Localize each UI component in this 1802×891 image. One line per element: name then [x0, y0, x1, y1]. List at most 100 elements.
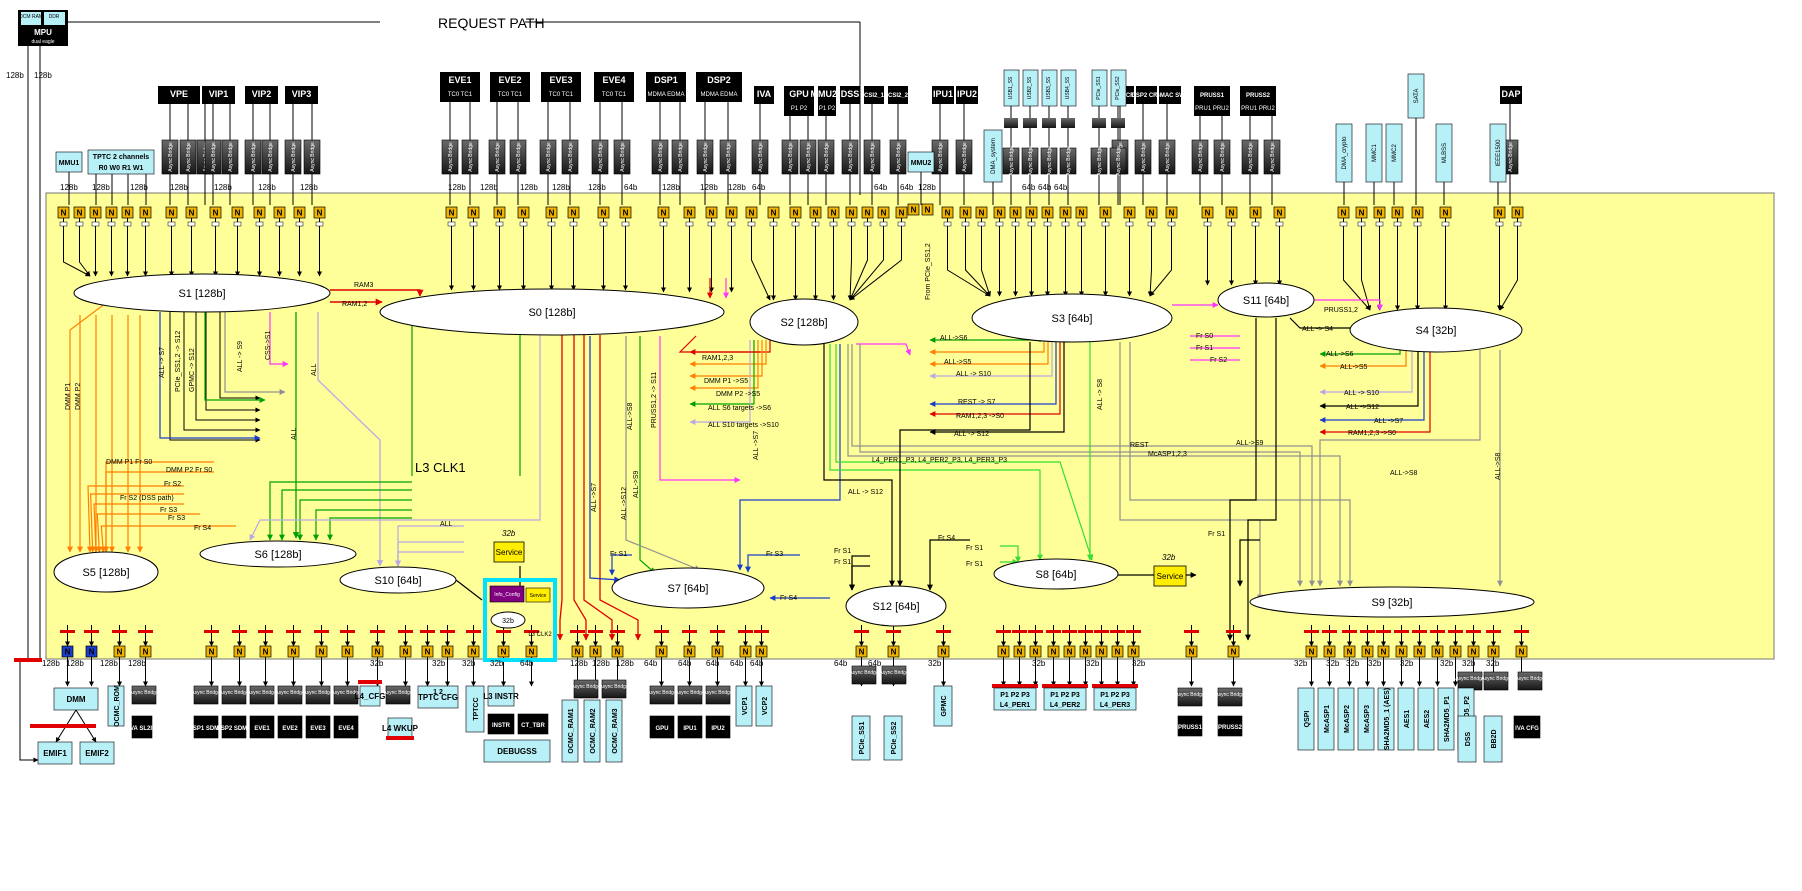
port-reg [469, 221, 478, 227]
l4-red-bar [358, 680, 382, 684]
target-vcp1: VCP1 [735, 685, 753, 727]
n-port: N [1449, 645, 1462, 658]
target-label: IPU1 [683, 726, 697, 732]
n-port-label: N [831, 209, 837, 218]
route-out-s4 [1319, 350, 1431, 435]
switch-node-label: S1 [128b] [178, 288, 225, 300]
port-reg [547, 221, 556, 227]
async-bridge: Async Bridge [204, 139, 222, 175]
target-label: OCMC_RAM1 [568, 708, 575, 753]
route-label-ram123_s0: RAM1,2,3 ->S0 [956, 413, 1004, 420]
async-bridge-box [539, 139, 557, 175]
n-port-box [1249, 206, 1262, 219]
async-bridge-label: Async Bridge [598, 142, 604, 172]
n-port: N [1413, 645, 1426, 658]
initiator-label: USB2_SS [1027, 76, 1033, 99]
target-label: DSP2 SDMA [216, 726, 252, 732]
n-port-box [683, 206, 696, 219]
port-red-bar [314, 630, 329, 633]
target-box [1397, 687, 1415, 751]
n-port-box [73, 206, 86, 219]
initiator-sublabel: TC0 TC1 [602, 92, 627, 98]
async-bridge: Async Bridge [863, 139, 881, 175]
async-bridge: Async Bridge [1263, 139, 1281, 175]
n-port: N [1059, 206, 1072, 219]
port-red-bar [1412, 630, 1427, 633]
target-label: EVE3 [310, 726, 326, 732]
n-port-box [941, 206, 954, 219]
port-reg [1357, 221, 1366, 227]
target-ocmc_ram2: OCMC_RAM2 [583, 699, 601, 763]
n-port: N [1355, 206, 1368, 219]
grey-route [1317, 350, 1481, 587]
width-label: 128b [6, 71, 24, 80]
port-reg [167, 221, 176, 227]
n-port-box [1063, 645, 1076, 658]
port-reg [233, 221, 242, 227]
async-bridge: Async Bridge [889, 139, 907, 175]
route-out-s4 [1319, 350, 1407, 369]
target-block-label: MMU1 [59, 160, 80, 167]
port-red-bar [936, 630, 951, 633]
n-port: N [1201, 206, 1214, 219]
async-bridge-box [249, 685, 275, 705]
n-port: N [253, 206, 266, 219]
n-port: N [1391, 206, 1404, 219]
async-bridge-label: Async Bridge [1141, 142, 1147, 172]
n-port-label: N [89, 648, 95, 657]
fan-in-s3 [965, 230, 991, 297]
n-port: N [1079, 645, 1092, 658]
route-label-all_s5: ALL->S5 [944, 359, 972, 366]
async-bridge-label: Async Bridge [647, 690, 677, 696]
mpu-title: MPU [34, 28, 52, 37]
async-bridge-label: Async Bridge [168, 142, 174, 172]
diagram-title: REQUEST PATH [438, 15, 545, 31]
n-port: N [877, 206, 890, 219]
n-port: N [545, 206, 558, 219]
target-label: TPTCC [473, 697, 480, 720]
n-port-box [467, 206, 480, 219]
port-reg [811, 221, 820, 227]
port-reg [495, 221, 504, 227]
target-label: BB2D [1491, 729, 1498, 748]
target-label: McASP1 [1324, 705, 1331, 733]
n-port-label: N [1127, 209, 1133, 218]
target-label: OCMC_RAM3 [612, 708, 619, 753]
n-port-box [1449, 645, 1462, 658]
width-label: 32b [462, 659, 476, 668]
target-eve1t: EVE1 [249, 715, 275, 739]
n-port: N [467, 645, 480, 658]
port-red-bar [1360, 630, 1375, 633]
route-label-all_s10: ALL S10 targets ->S10 [708, 422, 779, 429]
port-red-bar [1514, 630, 1529, 633]
n-port-box [855, 645, 868, 658]
n-port-box [887, 645, 900, 658]
async-bridge: Async Bridge [591, 139, 609, 175]
n-port-box [745, 206, 758, 219]
port-reg [1125, 221, 1134, 227]
port-reg [685, 221, 694, 227]
n-port-label: N [1453, 648, 1459, 657]
width-label: 128b [520, 183, 538, 192]
async-bridge-label: Async Bridge [962, 142, 968, 172]
target-block-label: MMC1 [1372, 144, 1378, 162]
n-port: N [313, 206, 326, 219]
target-box [1337, 687, 1355, 751]
n-port-box [1059, 206, 1072, 219]
async-bridge: Async Bridge [179, 139, 197, 175]
route-out-s4 [1319, 350, 1413, 395]
target-box [131, 715, 153, 739]
async-bridge-box [841, 139, 859, 175]
port-red-bar [710, 630, 725, 633]
route-label-fr_s3: Fr S3 [766, 551, 783, 558]
async-bridge-label: Async Bridge [1097, 146, 1103, 176]
port-red-bar [1046, 630, 1061, 633]
route-label-all_s10b: ALL -> S10 [1344, 390, 1379, 397]
fan-in-s3 [981, 230, 991, 297]
target-block-label: IEEE1500 [1496, 139, 1502, 167]
async-bridge-box [561, 139, 579, 175]
red-route [599, 335, 642, 641]
initiator-label: USB3_SS [1046, 76, 1052, 99]
route-label-all_s4: ALL -> S4 [1302, 326, 1333, 333]
port-reg [295, 221, 304, 227]
